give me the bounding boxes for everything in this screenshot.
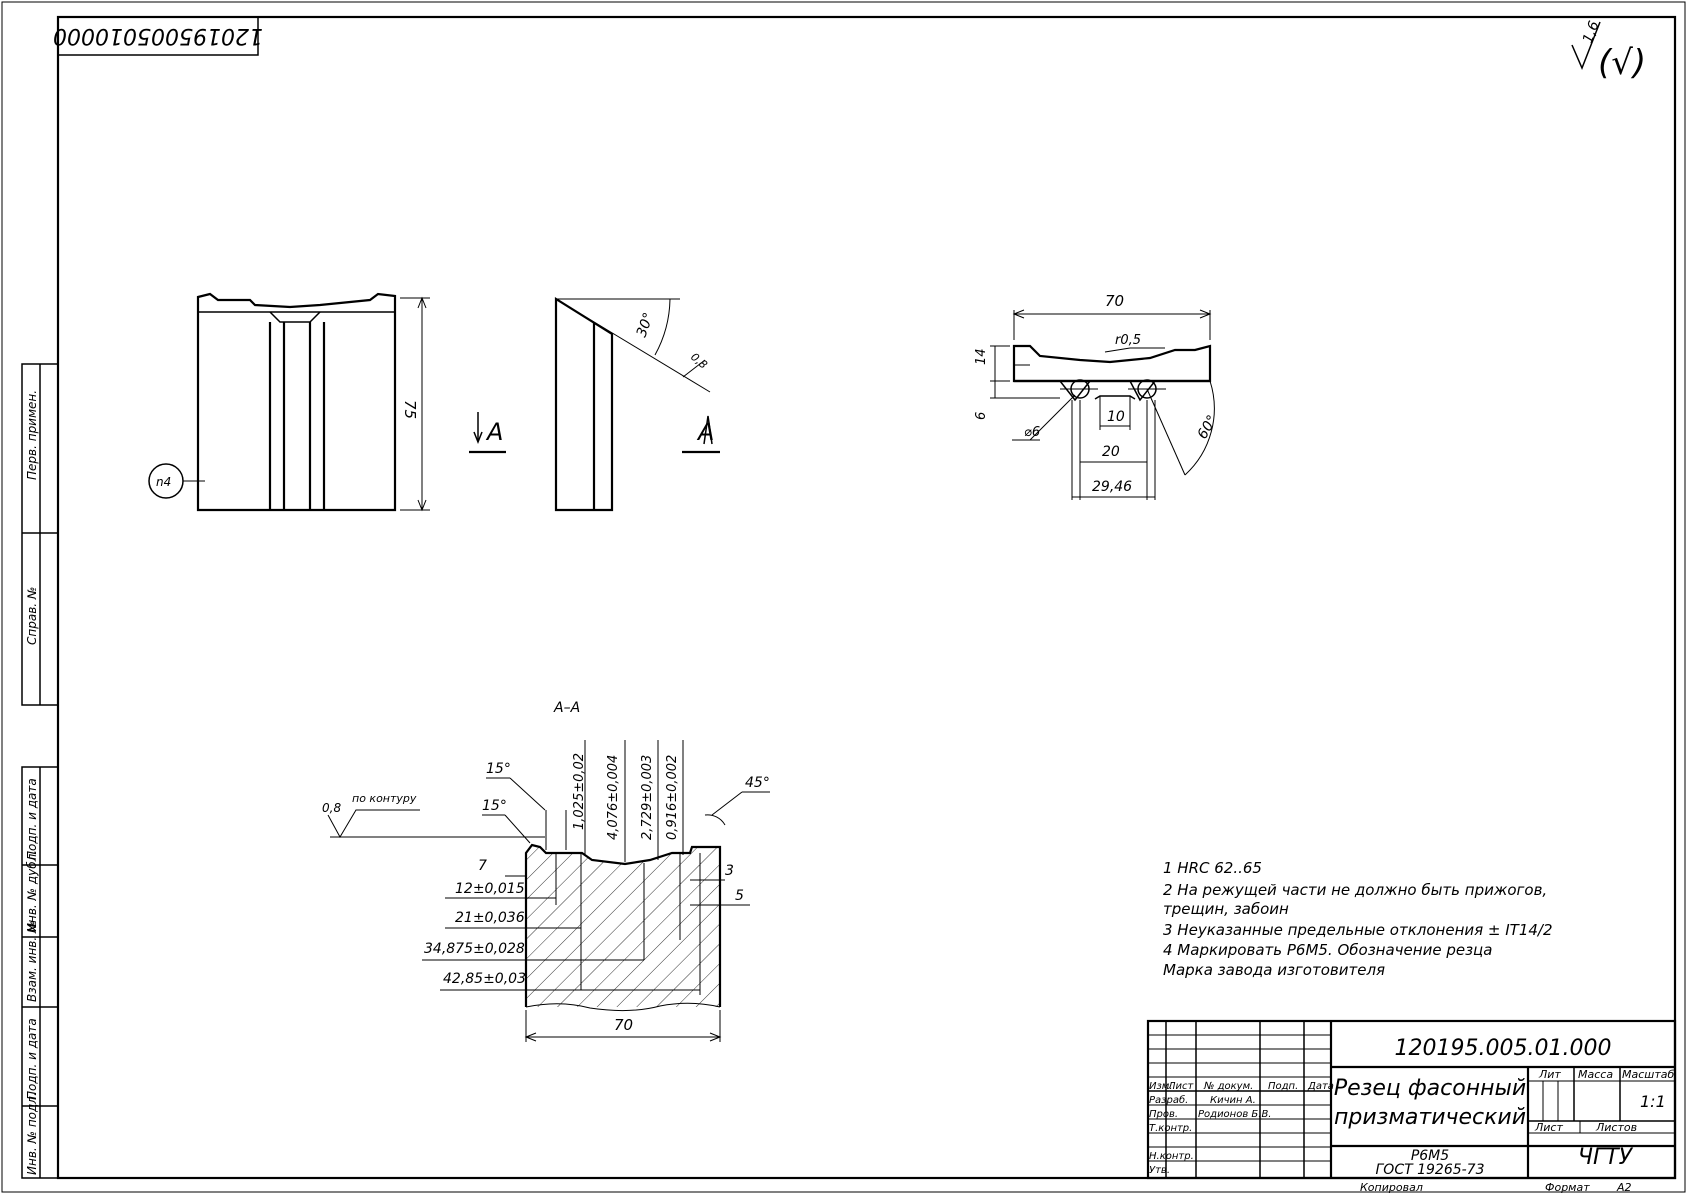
- holder-dim-20: 20: [1102, 444, 1120, 460]
- check-symbol: (√): [1598, 43, 1646, 83]
- tb-material-2: ГОСТ 19265-73: [1376, 1162, 1485, 1178]
- section-ldim-2: 21±0,036: [455, 910, 525, 926]
- holder-angle: 60°: [1195, 412, 1221, 442]
- section-angle-right: 45°: [745, 775, 770, 791]
- section-roughness: 0,8: [322, 801, 341, 815]
- tb-format: А2: [1616, 1181, 1632, 1194]
- section-ldim-1: 12±0,015: [455, 881, 525, 897]
- side-view: 30° 0,8: [554, 297, 711, 512]
- section-angle-mid: 15°: [482, 798, 507, 814]
- stamp-text: 120195005010000: [53, 23, 263, 48]
- note-0: 1 HRC 62..65: [1163, 859, 1262, 877]
- tb-col-lit: Лит: [1538, 1068, 1561, 1081]
- tb-name-1: Резец фасонный: [1334, 1076, 1526, 1101]
- drawing-number-stamp: 120195005010000: [53, 16, 263, 56]
- note-3: 3 Неуказанные предельные отклонения ± IT…: [1163, 921, 1553, 939]
- holder-dim-2946: 29,46: [1092, 479, 1132, 495]
- holder-radius: r0,5: [1115, 333, 1141, 348]
- holder-width: 70: [1105, 292, 1124, 310]
- tb-col-mass: Масса: [1578, 1068, 1613, 1081]
- section-ldim-4: 42,85±0,03: [443, 971, 526, 987]
- strip-label-6: Инв. № подл.: [25, 1092, 39, 1175]
- front-callout: n4: [156, 475, 171, 489]
- strip-label-3: Инв. № дубл.: [25, 850, 39, 932]
- front-view: 75 n4: [148, 292, 430, 512]
- section-vdim-2: 2,729±0,003: [640, 755, 655, 840]
- section-roughness-note: по контуру: [352, 792, 417, 805]
- section-vdim-1: 4,076±0,004: [606, 755, 621, 840]
- title-block: 120195.005.01.000 Резец фасонный призмат…: [1146, 1019, 1677, 1194]
- tb-col-scale: Масштаб: [1622, 1068, 1674, 1081]
- strip-label-0: Перв. примен.: [25, 390, 39, 480]
- tb-scale: 1:1: [1640, 1092, 1666, 1111]
- tb-role-2: Т.контр.: [1149, 1123, 1192, 1134]
- note-4: 4 Маркировать Р6М5. Обозначение резца: [1163, 941, 1492, 959]
- holder-view: 70 r0,5 14 6 ⌀6 10 20 29,46 60°: [974, 292, 1221, 500]
- section-title: А–А: [553, 700, 580, 716]
- tb-hdr-3: Подп.: [1268, 1081, 1298, 1092]
- section-vdim-0: 1,025±0,02: [572, 753, 587, 830]
- tb-name-row-0: Кичин А.: [1210, 1095, 1256, 1106]
- tb-role-5: Утв.: [1149, 1165, 1170, 1176]
- tb-name-row-1: Родионов Б.В.: [1198, 1109, 1272, 1120]
- holder-height: 14: [974, 348, 989, 365]
- section-rdim-0: 3: [725, 863, 734, 879]
- frame-border: [56, 15, 1677, 1180]
- tb-name-2: призматический: [1334, 1105, 1526, 1130]
- section-bottom-dim: 70: [614, 1016, 633, 1034]
- strip-label-4: Взам. инв. №: [25, 921, 39, 1002]
- strip-label-2: Подп. и дата: [25, 778, 39, 860]
- tb-role-0: Разраб.: [1149, 1094, 1188, 1106]
- side-roughness: 0,8: [688, 350, 710, 371]
- section-aa: А–А 0,8 по контуру 15° 15° 45° 1,025±0,0…: [322, 700, 770, 1042]
- section-angle-top: 15°: [486, 761, 511, 777]
- section-arrow-right: A: [696, 418, 714, 446]
- tb-organization: ЧГТУ: [1578, 1145, 1634, 1170]
- section-arrow-left: A: [485, 418, 503, 446]
- tb-hdr-0: Изм.: [1149, 1081, 1173, 1092]
- tb-sheet-label: Лист: [1534, 1121, 1563, 1134]
- front-height-dim: 75: [401, 400, 419, 419]
- strip-label-1: Справ. №: [25, 587, 39, 645]
- tb-material-1: Р6М5: [1411, 1148, 1449, 1164]
- left-strip: Перв. примен. Справ. № Подп. и дата Инв.…: [21, 363, 59, 1179]
- section-ldim-0: 7: [478, 858, 487, 874]
- holder-dia: ⌀6: [1024, 425, 1040, 440]
- note-5: Марка завода изготовителя: [1163, 961, 1385, 979]
- tb-role-4: Н.контр.: [1149, 1151, 1194, 1162]
- tb-role-1: Пров.: [1149, 1109, 1178, 1120]
- note-2: трещин, забоин: [1163, 900, 1289, 918]
- strip-label-5: Подп. и дата: [25, 1018, 39, 1100]
- side-angle: 30°: [634, 311, 658, 340]
- section-ldim-3: 34,875±0,028: [424, 941, 525, 957]
- tb-designation: 120195.005.01.000: [1395, 1036, 1612, 1061]
- section-vdim-3: 0,916±0,002: [665, 755, 680, 840]
- tb-copied: Копировал: [1360, 1181, 1423, 1194]
- tb-format-label: Формат: [1545, 1181, 1590, 1194]
- holder-dim-10: 10: [1107, 409, 1125, 425]
- note-1: 2 На режущей части не должно быть прижог…: [1163, 881, 1547, 899]
- section-arrows: A A: [469, 412, 720, 454]
- tb-sheets-label: Листов: [1595, 1121, 1637, 1134]
- tb-hdr-1: Лист: [1167, 1081, 1195, 1092]
- tb-hdr-2: № докум.: [1203, 1081, 1253, 1092]
- section-rdim-1: 5: [735, 888, 744, 904]
- roughness-value: 1,6: [1580, 19, 1603, 45]
- holder-small: 6: [974, 412, 989, 420]
- tb-hdr-4: Дата: [1307, 1081, 1334, 1092]
- technical-notes: 1 HRC 62..65 2 На режущей части не должн…: [1163, 859, 1553, 979]
- surface-finish-symbol: 1,6 (√): [1571, 19, 1646, 83]
